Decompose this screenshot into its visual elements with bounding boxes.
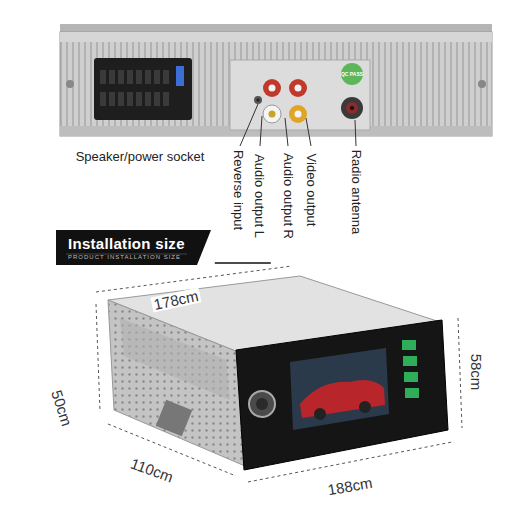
antenna-socket — [341, 97, 363, 119]
radio-front-panel — [405, 388, 419, 398]
radio-front-panel — [314, 408, 326, 420]
rca-jack — [269, 85, 276, 92]
radio-front-panel — [236, 320, 448, 470]
socket-pin — [100, 70, 169, 106]
speaker-power-socket — [176, 66, 184, 86]
socket-pin — [145, 70, 151, 84]
leader-line — [355, 120, 356, 146]
sticker-text: QC PASS — [341, 72, 363, 77]
banner-subtitle: PRODUCT INSTALLATION SIZE — [68, 254, 185, 260]
socket-pin — [127, 92, 133, 106]
banner-shape — [56, 230, 211, 265]
rca-jack — [263, 79, 281, 97]
dimension: 188cm — [325, 474, 376, 497]
radio-back-panel — [478, 80, 486, 88]
socket-pin — [100, 70, 106, 84]
callout-label: Audio output L — [253, 154, 266, 238]
socket-pin — [127, 70, 133, 84]
radio-back-panel — [60, 32, 492, 42]
rca-jack — [295, 85, 302, 92]
socket-pin — [118, 92, 124, 106]
radio-front-panel — [249, 391, 275, 417]
rca-jack — [289, 79, 307, 97]
banner-rule — [215, 262, 271, 264]
socket-pin — [163, 70, 169, 84]
radio-front-panel — [359, 401, 371, 413]
reverse-input-jack — [254, 96, 262, 104]
dimension: 58cm — [469, 352, 484, 393]
antenna-socket — [350, 106, 354, 110]
rca-jack — [263, 79, 307, 123]
socket-pin — [100, 92, 106, 106]
callout-label: Video output — [305, 154, 318, 227]
socket-pin — [118, 70, 124, 84]
reverse-input-jack — [254, 96, 262, 104]
radio-body — [108, 300, 245, 466]
radio-front-panel — [403, 356, 417, 366]
socket-pin — [109, 92, 115, 106]
socket-pin — [109, 70, 115, 84]
callout-label: Radio antenna — [350, 150, 363, 235]
dimension-line — [458, 318, 462, 428]
reverse-input-jack — [256, 98, 259, 101]
radio-front-panel — [236, 320, 448, 470]
radio-back-panel — [60, 32, 492, 136]
antenna-socket — [341, 97, 363, 119]
leader-line — [285, 118, 288, 146]
radio-front-panel — [290, 348, 389, 430]
radio-body — [120, 318, 230, 400]
qc-sticker — [341, 63, 363, 85]
rca-jack — [289, 105, 307, 123]
socket-pin — [154, 70, 160, 84]
socket-pin — [154, 92, 160, 106]
radio-back-panel — [60, 24, 492, 136]
leader-line — [260, 116, 262, 146]
socket-pin — [136, 70, 142, 84]
radio-back-panel — [60, 24, 492, 32]
speaker-power-socket — [94, 58, 192, 120]
socket-pin — [136, 92, 142, 106]
dimension: 110cm — [127, 455, 177, 485]
dimension: 50cm — [49, 386, 76, 429]
speaker-power-socket — [94, 58, 192, 120]
antenna-socket — [346, 102, 358, 114]
radio-back-panel — [66, 80, 74, 88]
callout-label: Speaker/power socket — [76, 150, 205, 163]
leader-line — [240, 104, 258, 146]
radio-front-panel — [402, 340, 416, 350]
dimension-line — [96, 304, 100, 412]
leader-line — [240, 104, 356, 146]
socket-pin — [163, 92, 169, 106]
leader-line — [306, 118, 311, 146]
banner-title: Installation size — [68, 235, 185, 252]
radio-front-panel — [300, 380, 385, 418]
callout-label: Audio output R — [282, 153, 295, 239]
radio-front-panel — [256, 398, 268, 410]
section-banner: Installation sizePRODUCT INSTALLATION SI… — [56, 230, 211, 265]
radio-body — [156, 400, 192, 436]
rca-jack — [295, 111, 302, 118]
dimension-line — [248, 442, 452, 482]
rca-jack — [269, 111, 276, 118]
callout-label: Reverse input — [232, 150, 245, 230]
radio-front-panel — [404, 372, 418, 382]
rca-jack — [263, 105, 281, 123]
socket-pin — [145, 92, 151, 106]
qc-sticker — [341, 63, 363, 85]
dimension-line — [96, 266, 462, 482]
